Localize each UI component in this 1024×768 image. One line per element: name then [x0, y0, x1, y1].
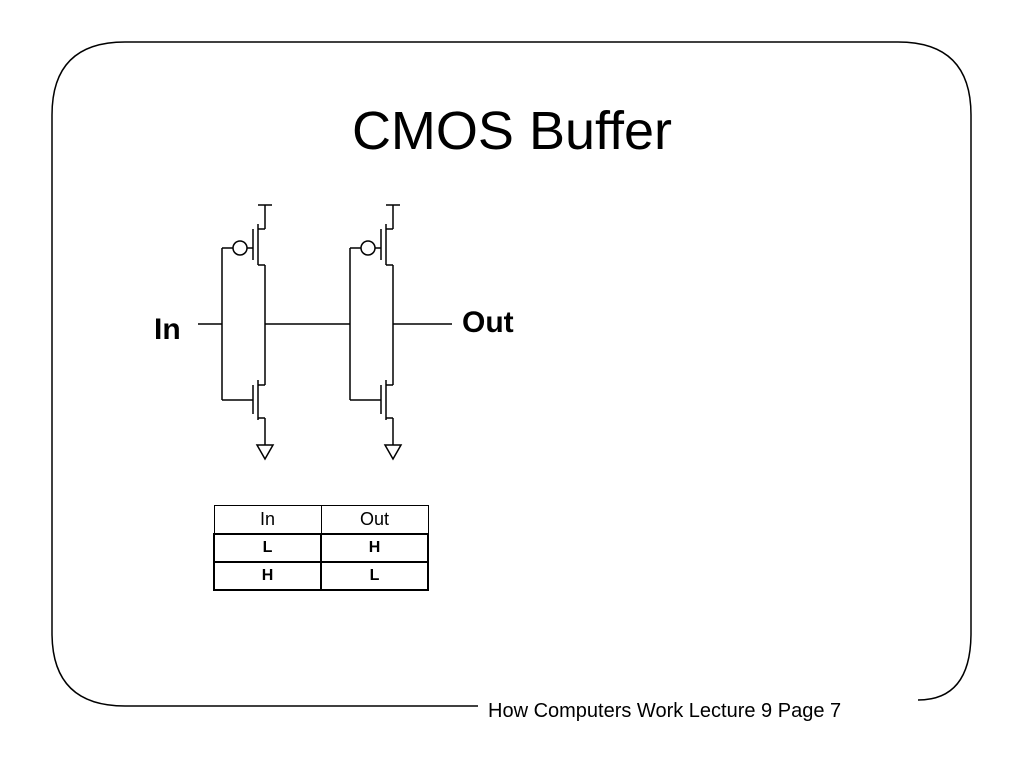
pmos-transistor-1 [222, 204, 272, 266]
truth-table-row: H L [213, 561, 429, 591]
input-label: In [154, 313, 181, 346]
inverter-1 [221, 204, 350, 461]
truth-table-cell: H [320, 533, 429, 563]
truth-table-header-row: In Out [213, 505, 429, 535]
ground-symbol-1 [255, 444, 275, 461]
truth-table-row: L H [213, 533, 429, 563]
truth-table: In Out L H H L [213, 505, 429, 591]
frame-border [51, 41, 972, 707]
truth-table-cell: H [213, 561, 322, 591]
truth-table-cell: L [213, 533, 322, 563]
ground-symbol-2 [383, 444, 403, 461]
output-label: Out [462, 306, 514, 339]
nmos-transistor-2 [350, 380, 403, 461]
inverter-2 [349, 204, 452, 461]
pmos-transistor-2 [350, 204, 400, 266]
nmos-transistor-1 [222, 380, 275, 461]
cmos-buffer-circuit [198, 204, 452, 461]
truth-table-header-out: Out [320, 505, 429, 535]
slide-title: CMOS Buffer [351, 101, 673, 161]
truth-table-cell: L [320, 561, 429, 591]
slide-footer: How Computers Work Lecture 9 Page 7 [488, 700, 842, 722]
truth-table-header-in: In [213, 505, 322, 535]
